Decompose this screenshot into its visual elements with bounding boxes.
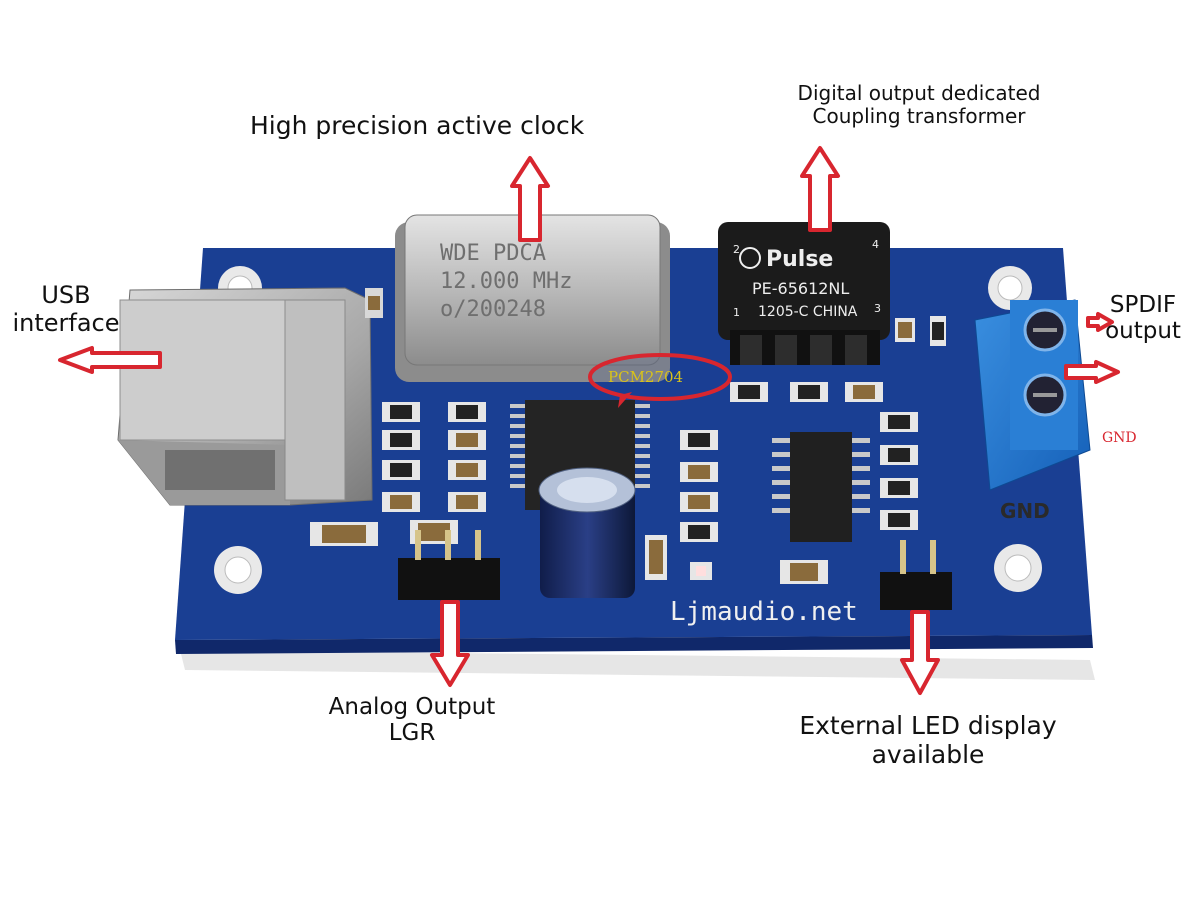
label-spdif: SPDIF output [1098, 292, 1188, 345]
led-header [880, 540, 952, 610]
label-analog-line1: Analog Output [328, 694, 496, 720]
gnd-silkscreen: GND [1000, 499, 1050, 523]
label-clock-text: High precision active clock [250, 111, 585, 140]
arrow-clock-up [510, 156, 550, 242]
transformer-pin-2: 2 [733, 243, 740, 256]
label-clock: High precision active clock [250, 111, 585, 141]
pcm-label: PCM2704 [608, 368, 683, 386]
label-led-line2: available [871, 739, 985, 769]
pcm-callout-ellipse [588, 353, 732, 401]
smd-components [310, 288, 946, 584]
crystal-text-1: WDE PDCA [440, 241, 546, 266]
crystal-text-3: o/200248 [440, 297, 546, 322]
arrow-spdif-top-right [1086, 312, 1114, 332]
label-usb-line1: USB [41, 281, 91, 309]
arrow-analog-down [430, 600, 470, 687]
label-spdif-line2: output [1105, 318, 1181, 345]
label-analog-line2: LGR [388, 720, 436, 747]
pulse-transformer: Pulse PE-65612NL 1205-C CHINA 2 4 1 3 [718, 222, 890, 365]
crystal-text-2: 12.000 MHz [440, 269, 572, 294]
transformer-pin-1: 1 [733, 306, 740, 319]
crystal-oscillator: WDE PDCA 12.000 MHz o/200248 [395, 214, 670, 382]
label-gnd: GND [1102, 430, 1137, 446]
transformer-pin-3: 3 [874, 302, 881, 315]
label-transformer-line1: Digital output dedicated [797, 81, 1041, 105]
board-shadow [180, 650, 1095, 680]
transformer-pin-4: 4 [872, 238, 879, 251]
label-transformer-line2: Coupling transformer [812, 104, 1026, 128]
analog-output-header [398, 530, 500, 600]
arrow-transformer-up [800, 146, 840, 232]
label-transformer: Digital output dedicated Coupling transf… [786, 82, 1052, 128]
label-usb: USB interface [6, 281, 126, 337]
label-analog: Analog Output LGR [316, 694, 508, 747]
arrow-spdif-right [1064, 360, 1120, 384]
usb-connector [117, 287, 373, 506]
logic-ic [772, 432, 870, 542]
electrolytic-capacitor [538, 467, 636, 598]
arrow-led-down [900, 610, 940, 695]
label-led: External LED display available [786, 711, 1070, 770]
brand-silkscreen: Ljmaudio.net [670, 597, 858, 627]
arrow-usb-left [58, 346, 162, 374]
transformer-code: 1205-C CHINA [758, 304, 858, 320]
label-spdif-line1: SPDIF [1109, 292, 1177, 318]
label-led-line1: External LED display [799, 711, 1057, 740]
label-gnd-text: GND [1102, 430, 1137, 446]
pcm-callout-tail [618, 392, 632, 408]
label-usb-line2: interface [12, 308, 120, 337]
transformer-brand: Pulse [766, 247, 833, 272]
transformer-part: PE-65612NL [752, 279, 849, 298]
pcb-board-edge [175, 635, 1093, 654]
